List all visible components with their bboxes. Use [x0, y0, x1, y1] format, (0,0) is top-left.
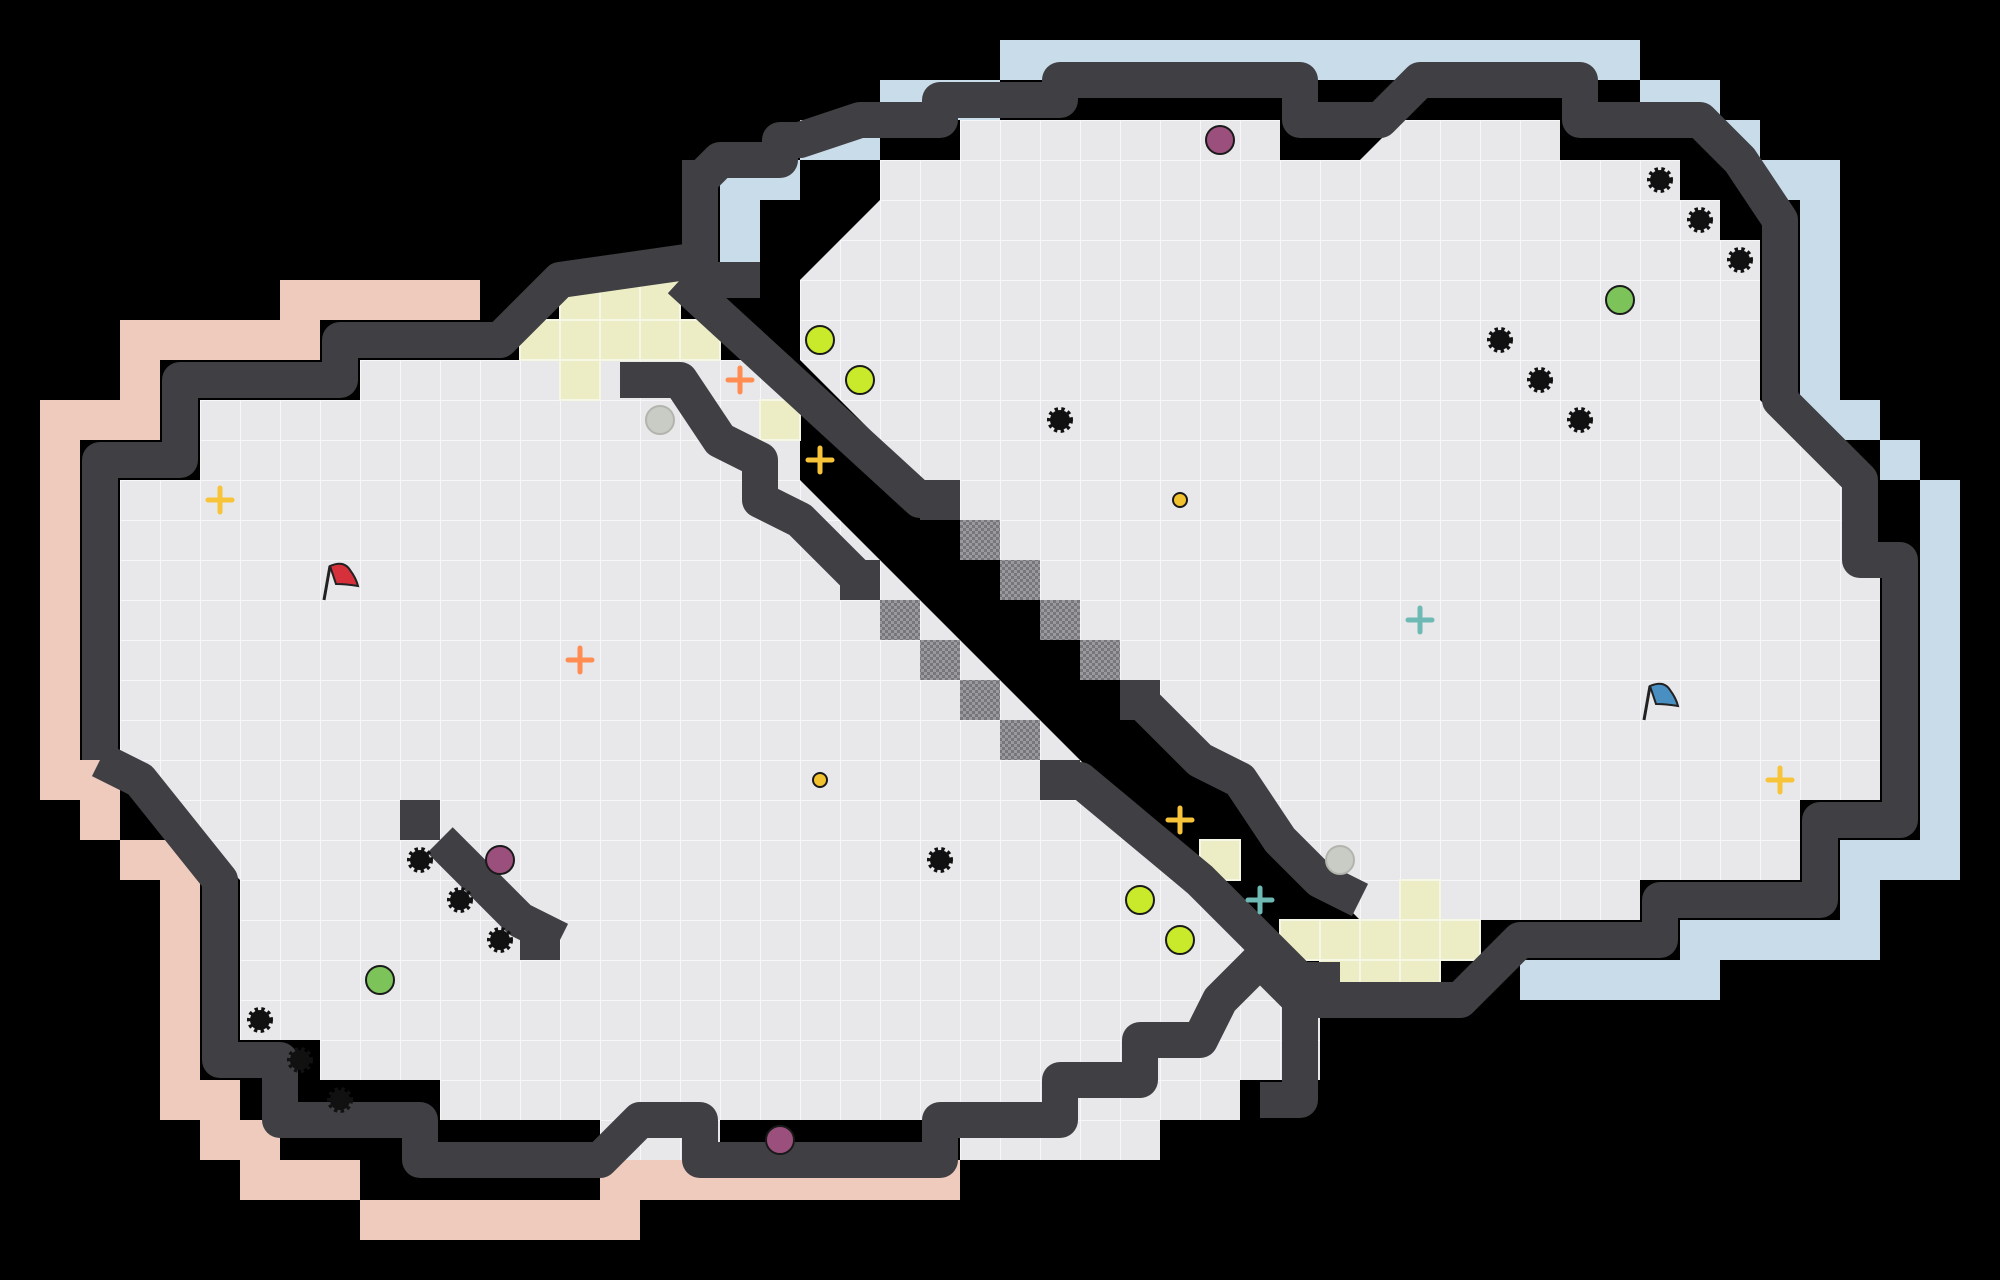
portals [645, 405, 1355, 875]
powerup-icon [1605, 285, 1635, 315]
bomb-icon [765, 1125, 795, 1155]
spike-icon [1527, 367, 1553, 393]
team-tile-marker-icon [1405, 605, 1435, 635]
spike-icon [287, 1047, 313, 1073]
gate-tile-icon [1080, 640, 1120, 680]
boost-pad-icon [805, 325, 835, 355]
team-tile-marker-icon [565, 645, 595, 675]
team-tile-markers [205, 365, 1795, 915]
floor [120, 120, 1880, 1160]
gate-tile-icon [1000, 720, 1040, 760]
boost-pad-icon [1165, 925, 1195, 955]
spike-icon [407, 847, 433, 873]
gate-tile-icon [960, 520, 1000, 560]
boost-pad-icon [845, 365, 875, 395]
spike-icon [1647, 167, 1673, 193]
red-flag-icon [322, 562, 360, 601]
gate-tile-icon [960, 680, 1000, 720]
spike-icon [1687, 207, 1713, 233]
gate-tile-icon [880, 600, 920, 640]
wall-blocks [400, 480, 1160, 960]
bombs [485, 125, 1235, 1155]
team-tile-marker-icon [805, 445, 835, 475]
team-tile-marker-icon [1765, 765, 1795, 795]
powerup-icon [365, 965, 395, 995]
bonus-dot-icon [812, 772, 828, 788]
spike-icon [1047, 407, 1073, 433]
spike-icon [1567, 407, 1593, 433]
boost-pad-icon [1125, 885, 1155, 915]
spike-icon [327, 1087, 353, 1113]
bonus-dots [812, 492, 1188, 788]
team-tile-marker-icon [1165, 805, 1195, 835]
spike-icon [447, 887, 473, 913]
gate-tiles [880, 520, 1120, 760]
spike-icon [927, 847, 953, 873]
bomb-icon [485, 845, 515, 875]
gate-tile-icon [920, 640, 960, 680]
spike-icon [1727, 247, 1753, 273]
gate-tile-icon [1040, 600, 1080, 640]
bomb-icon [1205, 125, 1235, 155]
portal-icon [1325, 845, 1355, 875]
spikes [247, 167, 1753, 1113]
portal-icon [645, 405, 675, 435]
team-tile-marker-icon [725, 365, 755, 395]
spike-icon [1487, 327, 1513, 353]
bonus-dot-icon [1172, 492, 1188, 508]
gate-tile-icon [1000, 560, 1040, 600]
boost-pads [805, 325, 1195, 955]
team-tile-marker-icon [1245, 885, 1275, 915]
blue-flag-icon [1642, 682, 1680, 721]
powerups [365, 285, 1635, 995]
spike-icon [487, 927, 513, 953]
team-tile-marker-icon [205, 485, 235, 515]
spike-icon [247, 1007, 273, 1033]
